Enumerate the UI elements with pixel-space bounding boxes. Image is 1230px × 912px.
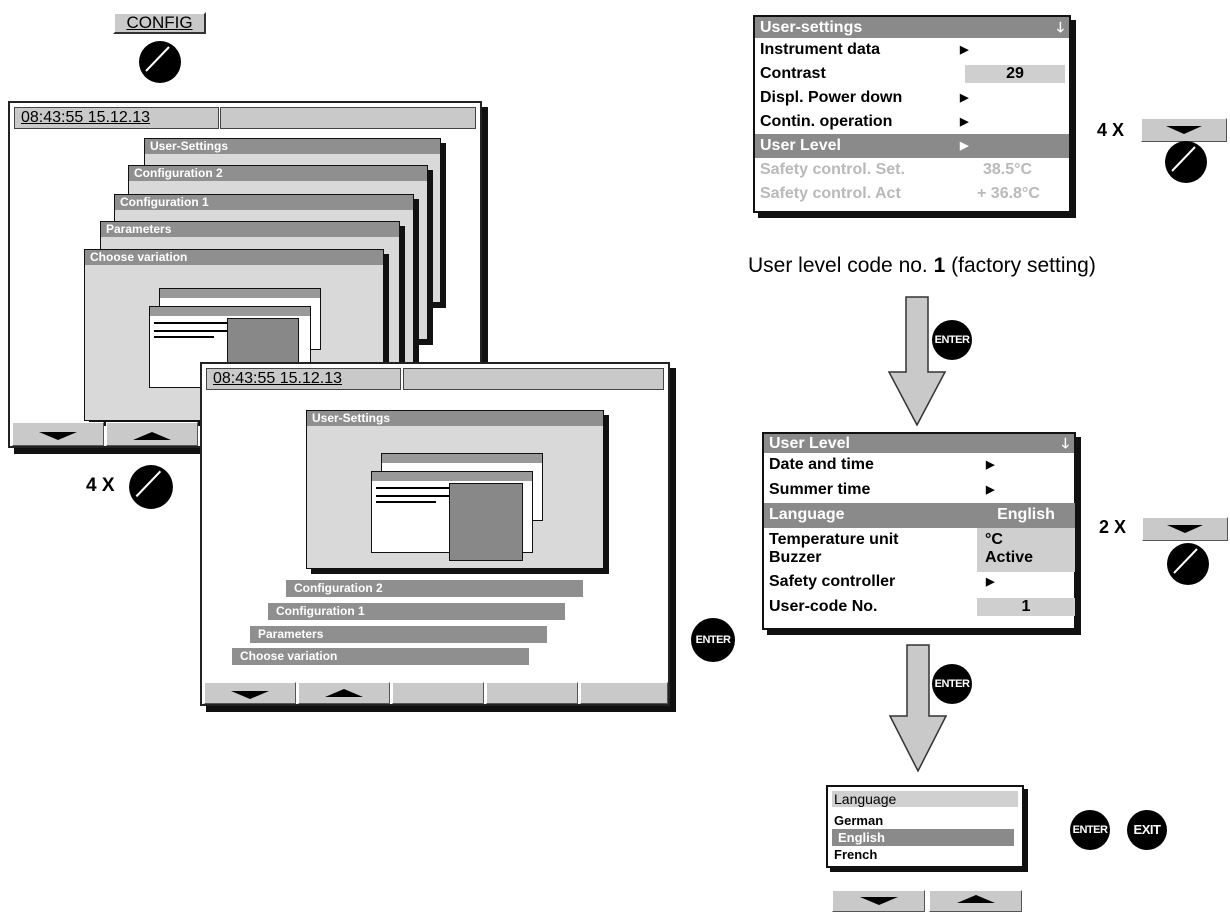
clock-display: 08:43:55 15.12.13 — [206, 368, 401, 390]
menu-item-summer-time[interactable]: Summer time▶ — [764, 478, 1074, 503]
flow-arrow-icon — [889, 644, 947, 772]
menu-item-user-level[interactable]: User Level▶ — [755, 134, 1069, 158]
repeat-label-right: 2 X — [1099, 517, 1127, 537]
down-arrow-icon — [1166, 126, 1202, 134]
down-arrow-icon — [39, 432, 77, 440]
up-arrow-icon — [325, 689, 363, 697]
enter-button[interactable]: ENTER — [691, 618, 735, 662]
softkey-up[interactable] — [106, 422, 198, 446]
language-option-french[interactable]: French — [834, 847, 878, 862]
contrast-value: 29 — [965, 65, 1065, 83]
enter-button[interactable]: ENTER — [1070, 810, 1110, 850]
bar-choose-variation: Choose variation — [232, 648, 529, 665]
softkey-down[interactable] — [204, 682, 296, 704]
down-arrow-icon — [231, 691, 269, 699]
menu-item-temp-unit[interactable]: Temperature unit — [769, 531, 899, 548]
safety-act-value: + 36.8°C — [977, 185, 1040, 202]
menu-item-user-code[interactable]: User-code No.1 — [764, 595, 1075, 620]
up-arrow-icon — [133, 432, 171, 440]
menu-title: User Level🡓 — [764, 434, 1074, 453]
softkey-3[interactable] — [392, 682, 484, 704]
language-list-title: Language — [832, 791, 1018, 807]
menu-item-safety-set: Safety control. Set.38.5°C — [755, 158, 1069, 182]
value-panel: °C Active — [977, 528, 1075, 572]
language-list: Language German English French — [826, 785, 1024, 868]
user-level-caption: User level code no. 1 (factory setting) — [748, 254, 1096, 277]
enter-button[interactable]: ENTER — [932, 664, 972, 704]
bar-parameters: Parameters — [250, 626, 547, 643]
temp-unit-value: °C — [985, 531, 1003, 548]
menu-item-safety-controller[interactable]: Safety controller▶ — [764, 570, 1074, 595]
bar-config-1: Configuration 1 — [268, 603, 565, 620]
config-key[interactable]: CONFIG — [113, 12, 206, 34]
screen-user-settings: 08:43:55 15.12.13 User-Settings Configur… — [200, 362, 670, 706]
repeat-label-top: 4 X — [1097, 120, 1125, 140]
user-level-menu: User Level🡓 Date and time▶ Summer time▶ … — [762, 432, 1076, 630]
window-user-settings: User-Settings — [306, 410, 604, 569]
flow-arrow-icon — [888, 296, 946, 426]
knob-icon[interactable] — [138, 40, 182, 84]
softkey-up[interactable] — [929, 890, 1022, 912]
bar-config-2: Configuration 2 — [286, 580, 583, 597]
scroll-down-icon: 🡓 — [1061, 435, 1069, 451]
knob-icon[interactable] — [1166, 542, 1210, 586]
submenu-arrow-icon: ▶ — [986, 484, 995, 496]
language-value: English — [977, 503, 1075, 528]
buzzer-value: Active — [985, 549, 1034, 566]
up-arrow-icon — [956, 895, 995, 903]
down-arrow-icon — [1167, 525, 1203, 533]
clock-display: 08:43:55 15.12.13 — [14, 107, 219, 129]
menu-item-displ-power-down[interactable]: Displ. Power down▶ — [755, 86, 1069, 110]
user-settings-menu: User-settings🡓 Instrument data▶ Contrast… — [753, 15, 1071, 213]
menu-item-buzzer[interactable]: Buzzer — [769, 549, 822, 566]
submenu-arrow-icon: ▶ — [986, 459, 995, 471]
softkey-4[interactable] — [486, 682, 578, 704]
softkey-5[interactable] — [580, 682, 668, 704]
submenu-arrow-icon: ▶ — [960, 44, 969, 56]
enter-button[interactable]: ENTER — [932, 320, 972, 360]
down-arrow-icon — [859, 897, 898, 905]
language-option-german[interactable]: German — [834, 813, 884, 828]
language-option-english[interactable]: English — [832, 829, 1014, 846]
knob-icon[interactable] — [128, 464, 173, 509]
config-key-label: CONFIG — [126, 13, 193, 32]
user-code-value: 1 — [977, 598, 1075, 616]
safety-set-value: 38.5°C — [983, 161, 1033, 178]
submenu-arrow-icon: ▶ — [960, 140, 969, 152]
softkey-up[interactable] — [298, 682, 390, 704]
down-key[interactable] — [1142, 517, 1228, 541]
menu-item-contin-operation[interactable]: Contin. operation▶ — [755, 110, 1069, 134]
menu-item-date-time[interactable]: Date and time▶ — [764, 453, 1074, 478]
submenu-arrow-icon: ▶ — [960, 92, 969, 104]
down-key[interactable] — [1141, 118, 1227, 142]
menu-item-safety-act: Safety control. Act+ 36.8°C — [755, 182, 1069, 206]
scroll-down-icon: 🡓 — [1056, 19, 1064, 35]
softkey-down[interactable] — [832, 890, 925, 912]
menu-item-instrument-data[interactable]: Instrument data▶ — [755, 38, 1069, 62]
submenu-arrow-icon: ▶ — [960, 116, 969, 128]
repeat-label-left: 4 X — [86, 475, 115, 496]
softkey-down[interactable] — [12, 422, 104, 446]
menu-title: User-settings🡓 — [755, 17, 1069, 38]
knob-icon[interactable] — [1164, 140, 1208, 184]
submenu-arrow-icon: ▶ — [986, 576, 995, 588]
exit-button[interactable]: EXIT — [1127, 810, 1167, 850]
